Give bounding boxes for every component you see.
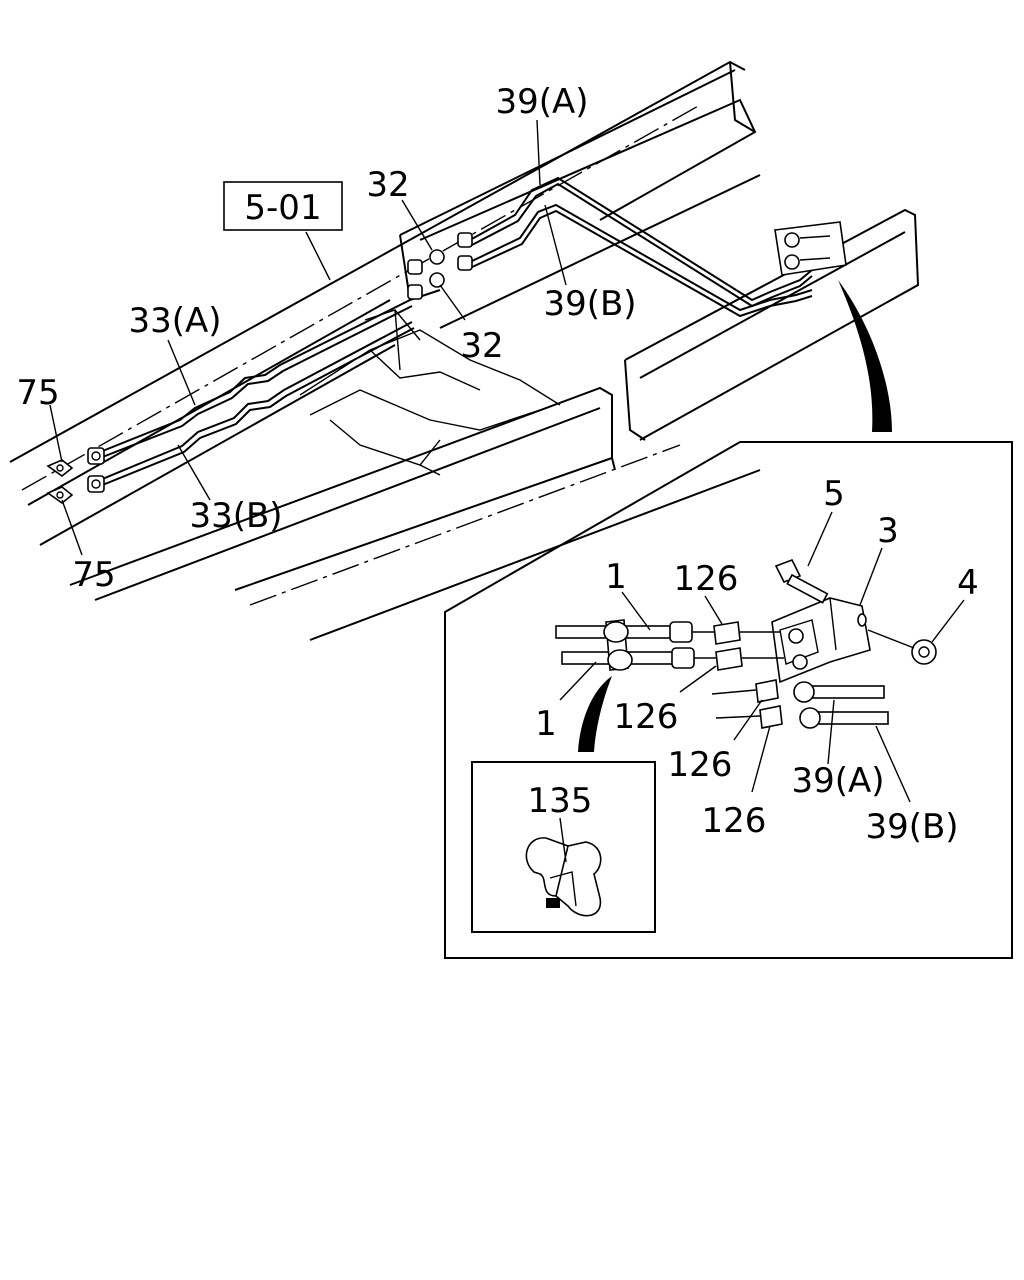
pipe-39 bbox=[469, 176, 813, 318]
pipe-33 bbox=[99, 299, 415, 487]
leader-lines bbox=[49, 119, 567, 556]
label-126-a: 126 bbox=[674, 559, 739, 599]
label-32-top: 32 bbox=[366, 165, 409, 205]
label-33a: 33(A) bbox=[128, 301, 221, 341]
detail-leader-lines bbox=[559, 511, 965, 863]
label-33b: 33(B) bbox=[189, 496, 282, 536]
label-39a-top: 39(A) bbox=[495, 82, 588, 122]
reference-box bbox=[223, 181, 343, 231]
label-39b-detail: 39(B) bbox=[865, 807, 958, 847]
detail-parts bbox=[555, 558, 937, 729]
reference-label: 5-01 bbox=[244, 188, 321, 228]
frame-rails bbox=[9, 60, 920, 641]
label-1-top: 1 bbox=[605, 557, 627, 597]
clamp-135 bbox=[525, 837, 602, 917]
label-4: 4 bbox=[957, 563, 979, 603]
sub-detail-box bbox=[471, 761, 656, 933]
label-126-c: 126 bbox=[668, 745, 733, 785]
label-126-d: 126 bbox=[702, 801, 767, 841]
label-39a-detail: 39(A) bbox=[791, 761, 884, 801]
label-3: 3 bbox=[877, 511, 899, 551]
callout-arrow-detail bbox=[578, 676, 612, 752]
label-5: 5 bbox=[823, 474, 845, 514]
label-1-bottom: 1 bbox=[535, 704, 557, 744]
label-135: 135 bbox=[528, 781, 593, 821]
callout-arrow-main bbox=[838, 280, 892, 432]
bracket-39 bbox=[774, 221, 847, 276]
label-32-bottom: 32 bbox=[460, 326, 503, 366]
label-75-bottom: 75 bbox=[72, 555, 115, 595]
detail-box bbox=[444, 441, 1013, 959]
fitting-nuts bbox=[87, 232, 473, 493]
label-126-b: 126 bbox=[614, 697, 679, 737]
label-39b-top: 39(B) bbox=[543, 284, 636, 324]
clip-75 bbox=[46, 459, 74, 505]
label-75-top: 75 bbox=[16, 373, 59, 413]
